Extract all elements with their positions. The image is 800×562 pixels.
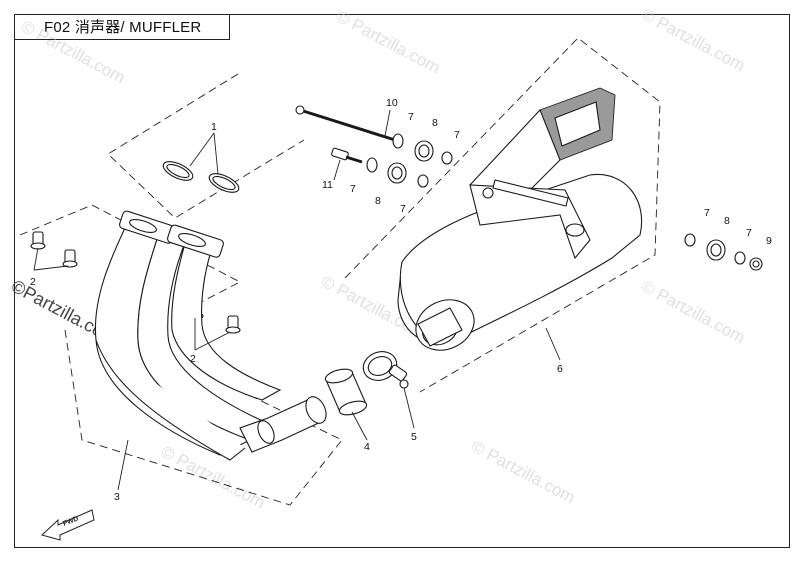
diagram-title: F02 消声器/ MUFFLER xyxy=(14,14,230,40)
dash-outline-muffler xyxy=(344,37,661,393)
gaskets xyxy=(162,161,240,193)
callout-7: 7 xyxy=(454,129,460,141)
watermark-text: © Partzilla.com xyxy=(638,277,748,348)
connecting-sleeve xyxy=(324,368,368,416)
watermark-text: © Partzilla.com xyxy=(333,7,443,78)
dash-outline-gaskets xyxy=(107,73,305,219)
muffler xyxy=(397,87,642,351)
callout-10: 10 xyxy=(386,97,398,109)
callout-7: 7 xyxy=(704,207,710,219)
diagram-frame xyxy=(14,14,790,548)
callout-3: 3 xyxy=(114,491,120,503)
diagram-title-text: F02 消声器/ MUFFLER xyxy=(44,19,202,36)
fwd-arrow-icon: FWD xyxy=(41,509,95,541)
callout-8: 8 xyxy=(375,195,381,207)
callout-7: 7 xyxy=(408,111,414,123)
callout-2: 2 xyxy=(190,353,196,365)
watermark-text: © Partzilla.com xyxy=(18,17,128,88)
callout-4: 4 xyxy=(364,441,370,453)
callout-5: 5 xyxy=(411,431,417,443)
callouts: 1 2 2 3 4 5 6 7 7 7 7 7 7 8 8 8 9 10 11 xyxy=(30,97,772,503)
callout-11: 11 xyxy=(322,179,333,191)
callout-6: 6 xyxy=(557,363,563,375)
leader-lines xyxy=(33,109,561,491)
callout-7: 7 xyxy=(400,203,406,215)
callout-9: 9 xyxy=(766,235,772,247)
callout-2: 2 xyxy=(30,276,36,288)
callout-7: 7 xyxy=(350,183,356,195)
callout-8: 8 xyxy=(432,117,438,129)
header-pipe xyxy=(94,210,327,461)
watermark-text: © Partzilla.com xyxy=(468,437,578,508)
mount-hardware xyxy=(295,105,763,271)
callout-7: 7 xyxy=(746,227,752,239)
watermark-text: © Partzilla.com xyxy=(638,5,748,76)
clamp xyxy=(362,351,409,389)
callout-1: 1 xyxy=(211,121,217,133)
callout-8: 8 xyxy=(724,215,730,227)
